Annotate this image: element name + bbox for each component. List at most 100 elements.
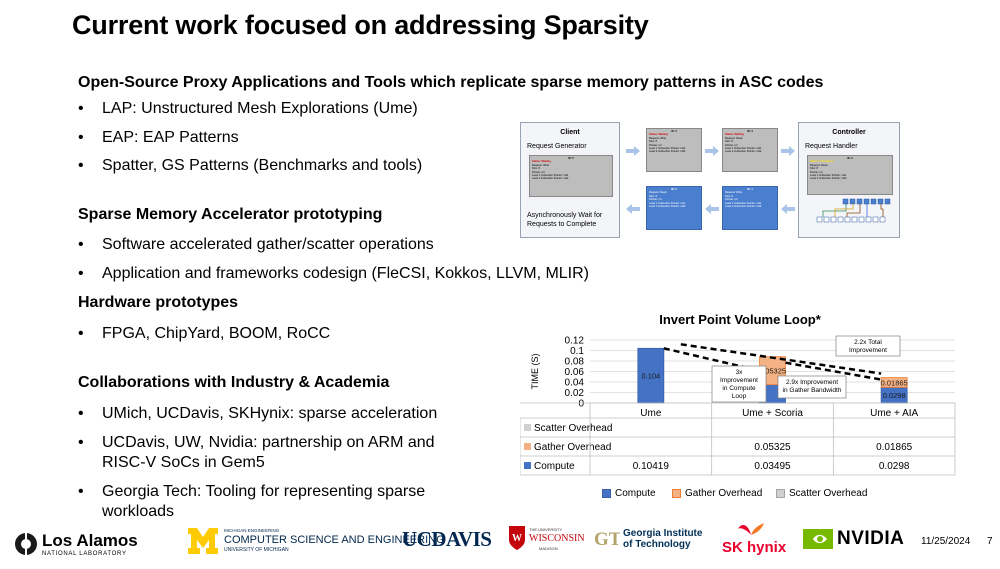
bullet-item: •UMich, UCDavis, SKHynix: sparse acceler… (78, 404, 437, 424)
bullet-glyph: • (78, 265, 84, 282)
sk-hynix-logo: SK hynix (722, 521, 792, 561)
client-title: Client (560, 129, 580, 136)
uw-line3: MADISON (539, 546, 558, 551)
packet-line: Level 1 Indirection Pointer: ind1 (725, 201, 762, 205)
packet-line: Level 2 Indirection Pointer: ind2 (649, 150, 686, 154)
svg-text:W: W (512, 533, 522, 544)
packet-line: Size: 8 (725, 194, 733, 198)
packet-status: Status: Waiting (649, 133, 668, 137)
legend-label: Gather Overhead (685, 488, 763, 499)
arrow-right-icon (781, 146, 795, 156)
packet-line: Level 1 Indirection Pointer: ind1 (649, 147, 686, 151)
arrow-left-icon (705, 204, 719, 214)
bar-compute (637, 347, 665, 404)
bullet-item: •Software accelerated gather/scatter ope… (78, 235, 434, 255)
annotation-total-text: 2.2x Total (854, 339, 882, 346)
trend-line-total (680, 343, 882, 375)
packet-id: ID: 4 (671, 130, 677, 133)
gt-monogram-icon: GT (594, 529, 620, 549)
bullet-item: • Georgia Tech: Tooling for representing … (78, 482, 478, 522)
request-packet: ID: 1 Request: Write Size: 8 Pointer: pt… (722, 186, 778, 230)
packet-id: ID: 0 (671, 188, 677, 191)
legend-scatter: Scatter Overhead (776, 488, 867, 499)
packet-line: Pointer: ptr (810, 170, 823, 174)
bullet-item: •UCDavis, UW, Nvidia: partnership on ARM… (78, 433, 478, 473)
annotation-gather-text: in Gather Bandwidth (783, 387, 842, 394)
packet-status: Status: In Progress (810, 160, 834, 164)
bullet-glyph: • (78, 405, 84, 422)
bullet-item: • Application and frameworks codesign (Fl… (78, 264, 589, 284)
nvidia-name: NVIDIA (837, 528, 905, 549)
annotation-compute-text: 3x (736, 369, 744, 376)
bullet-glyph: • (78, 157, 84, 174)
legend-compute: Compute (602, 488, 656, 499)
bar-gather-overhead (880, 377, 908, 388)
umich-line2: COMPUTER SCIENCE AND ENGINEERING (224, 534, 445, 546)
legend-swatch-compute (602, 489, 611, 498)
svg-text:GT: GT (594, 529, 620, 549)
gt-line1: Georgia Institute (623, 528, 703, 539)
packet-line: Request: Write (725, 191, 743, 195)
controller-title: Controller (832, 129, 866, 136)
uw-madison-logo: W THE UNIVERSITY WISCONSIN MADISON (508, 523, 585, 563)
arrow-left-icon (781, 204, 795, 214)
request-flow-diagram: Client Request Generator ID: 5 Status: W… (520, 122, 900, 238)
packet-id: ID: 1 (747, 188, 753, 191)
packet-id: ID: 2 (847, 157, 853, 160)
controller-panel: Controller Request Handler ID: 2 Status:… (798, 122, 900, 238)
packet-line: Level 1 Indirection Pointer: ind1 (810, 174, 847, 178)
packet-line: Level 2 Indirection Pointer: ind2 (725, 205, 762, 209)
nvidia-eye-icon (803, 529, 833, 549)
annotation-compute-text: in Compute (722, 385, 756, 392)
y-tick-label: 0.1 (570, 346, 584, 357)
annotation-gather-box (777, 375, 847, 399)
section-heading-accelerator: Sparse Memory Accelerator prototyping (78, 206, 383, 223)
legend-swatch-gather (672, 489, 681, 498)
bullet-item: •LAP: Unstructured Mesh Explorations (Um… (78, 99, 418, 119)
packet-line: Level 1 Indirection Pointer: ind1 (725, 147, 762, 151)
y-tick-label: 0.12 (565, 336, 585, 347)
table-cell: 0.01865 (876, 442, 913, 453)
bullet-text: FPGA, ChipYard, BOOM, RoCC (102, 325, 331, 342)
umich-line1: MICHIGAN ENGINEERING (224, 528, 280, 533)
memory-index-tree (816, 198, 891, 223)
table-cell: 0.03495 (754, 461, 791, 472)
footer-logos: Los Alamos NATIONAL LABORATORY MICHIGAN … (0, 515, 1000, 569)
table-swatch (524, 443, 531, 450)
trend-line-gather (785, 361, 882, 381)
bullet-item: • Spatter, GS Patterns (Benchmarks and to… (78, 156, 422, 176)
packet-line: Level 2 Indirection Pointer: ind2 (725, 150, 762, 154)
packet-id: ID: 5 (568, 157, 574, 160)
bullet-glyph: • (78, 325, 84, 342)
annotation-total-text: Improvement (849, 347, 887, 354)
packet-line: Level 2 Indirection Pointer: ind2 (649, 205, 686, 209)
bar-data-label: 0.05325 (759, 367, 786, 376)
client-wait-label: Asynchronously Wait for Requests to Comp… (527, 212, 603, 228)
section-heading-collaborations: Collaborations with Industry & Academia (78, 374, 390, 391)
packet-line: Pointer: ptr (649, 198, 662, 202)
umich-logo: MICHIGAN ENGINEERING COMPUTER SCIENCE AN… (188, 528, 445, 558)
arrow-right-icon (626, 146, 640, 156)
bullet-glyph: • (78, 483, 84, 500)
nvidia-logo: NVIDIA (803, 527, 913, 553)
x-category-label: Ume + Scoria (742, 408, 803, 419)
packet-line: Request: Read (810, 163, 828, 167)
packet-line: Pointer: ptr (725, 198, 738, 202)
request-packet: ID: 0 Request: Read Size: 8 Pointer: ptr… (646, 186, 702, 230)
arrow-left-icon (626, 204, 640, 214)
packet-line: Size: 8 (810, 167, 818, 171)
lanl-mark-icon (15, 533, 37, 555)
ucdavis-logo: UCDAVIS (402, 527, 492, 551)
bullet-glyph: • (78, 100, 84, 117)
client-subtitle: Request Generator (527, 143, 587, 150)
bullet-text: Georgia Tech: Tooling for representing s… (102, 483, 426, 520)
bullet-text: Application and frameworks codesign (Fle… (102, 265, 590, 282)
sk-hynix-name: SK hynix (722, 539, 787, 556)
lanl-name: Los Alamos (42, 531, 138, 550)
y-tick-label: 0.06 (565, 367, 585, 378)
bullet-text: Spatter, GS Patterns (Benchmarks and too… (102, 157, 423, 174)
annotation-compute-text: Loop (732, 393, 747, 400)
packet-line: Pointer: ptr (649, 143, 662, 147)
packet-line: Request: Write (532, 163, 550, 167)
